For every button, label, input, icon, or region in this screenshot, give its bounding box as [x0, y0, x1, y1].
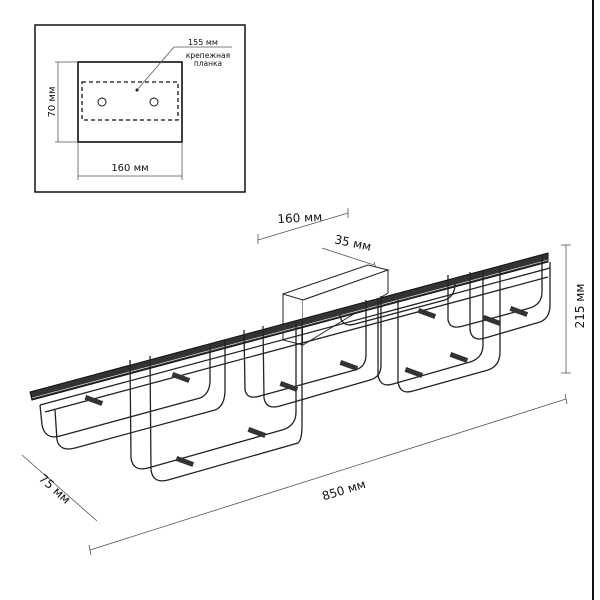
wire-loop: [447, 255, 543, 328]
screw-hole: [149, 97, 159, 107]
lamp-illustration: [29, 252, 551, 482]
height-label: 215 мм: [573, 284, 587, 329]
depth-label: 75 мм: [36, 471, 73, 506]
mounting-plate-outline: [81, 81, 179, 121]
plate-name-label-2: планка: [194, 59, 222, 68]
wire-loop: [377, 270, 484, 386]
base-width-label: 160 мм: [277, 210, 322, 226]
leader-line: [136, 46, 175, 91]
mounting-plate-inset: 155 мм крепежная планка 70 мм 160 мм: [34, 24, 246, 193]
inset-height-label: 70 мм: [47, 87, 58, 118]
inset-frame: [34, 24, 246, 193]
plate-name-label: крепежная: [186, 51, 230, 60]
wire-loop: [129, 322, 297, 470]
inset-width-label: 160 мм: [111, 163, 148, 174]
wire-clips: [84, 306, 529, 467]
dimension-lines: 160 мм 35 мм 215 мм 850 мм 75 мм: [21, 208, 587, 556]
wire-loop: [243, 300, 367, 398]
screw-hole: [97, 97, 107, 107]
base-outline: [77, 61, 183, 143]
base-depth-label: 35 мм: [333, 232, 372, 253]
length-label: 850 мм: [320, 477, 367, 503]
main-rail: [29, 252, 549, 401]
plate-width-label: 155 мм: [188, 38, 218, 47]
